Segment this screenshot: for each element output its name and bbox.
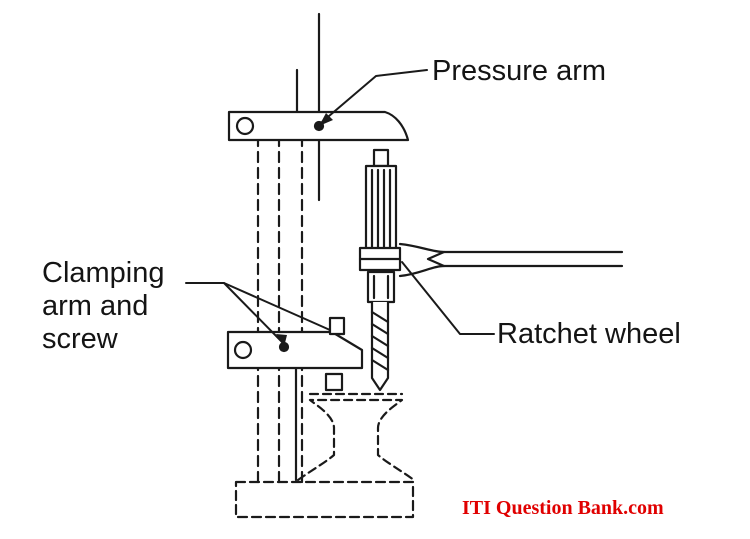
base-plate xyxy=(234,480,415,519)
ratchet-wheel xyxy=(358,246,402,272)
rail-section xyxy=(296,398,416,482)
clamping-arm xyxy=(226,316,364,370)
clamping-arm-leader-2 xyxy=(223,282,285,345)
clamping-arm-label: Clamping arm and screw xyxy=(42,257,165,356)
ratchet-wheel-leader xyxy=(401,261,495,335)
ratchet-wheel-label: Ratchet wheel xyxy=(497,318,681,350)
clamping-arm-label-line-2: arm and xyxy=(42,290,149,322)
ratchet-handle xyxy=(398,242,624,278)
clamping-arm-label-line-3: screw xyxy=(42,323,118,355)
leader-lines xyxy=(185,69,495,347)
pressure-arm-label: Pressure arm xyxy=(432,55,607,87)
watermark: ITI Question Bank.com xyxy=(462,497,664,519)
twist-drill xyxy=(370,300,390,392)
clamping-arm-label-line-1: Clamping xyxy=(42,257,165,289)
pressure-arm-leader xyxy=(321,69,428,123)
pressure-arm xyxy=(227,110,410,142)
drill-spindle xyxy=(364,148,398,304)
pillar xyxy=(256,134,304,484)
clamping-screw-block xyxy=(324,372,344,392)
